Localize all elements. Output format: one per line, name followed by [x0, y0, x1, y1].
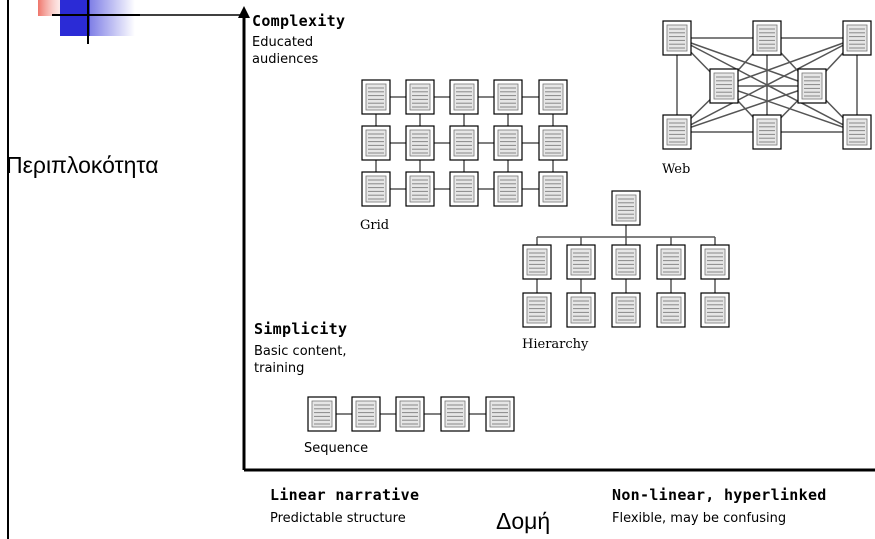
simplicity-sub-1: Basic content,: [254, 344, 347, 359]
grid-label: Grid: [360, 218, 390, 233]
simplicity-title: Simplicity: [254, 320, 348, 338]
web-connector: [723, 85, 858, 133]
x-axis-label: Δομή: [496, 508, 551, 534]
nonlinear-sub: Flexible, may be confusing: [612, 511, 787, 526]
complexity-title: Complexity: [252, 12, 346, 30]
nonlinear-title: Non-linear, hyperlinked: [612, 486, 827, 504]
logo-decoration: [0, 0, 140, 45]
y-axis-label: Περιπλοκότητα: [6, 152, 159, 178]
sequence-label: Sequence: [304, 441, 369, 456]
web-connector: [723, 37, 858, 87]
simplicity-sub-2: training: [254, 361, 305, 376]
hierarchy-label: Hierarchy: [522, 337, 589, 352]
complexity-sub-1: Educated: [252, 35, 314, 50]
logo-icon: [38, 0, 140, 44]
complexity-sub-2: audiences: [252, 52, 319, 67]
linear-title: Linear narrative: [270, 486, 420, 504]
web-connector: [676, 37, 858, 133]
linear-sub: Predictable structure: [270, 511, 406, 526]
web-label: Web: [662, 162, 691, 177]
